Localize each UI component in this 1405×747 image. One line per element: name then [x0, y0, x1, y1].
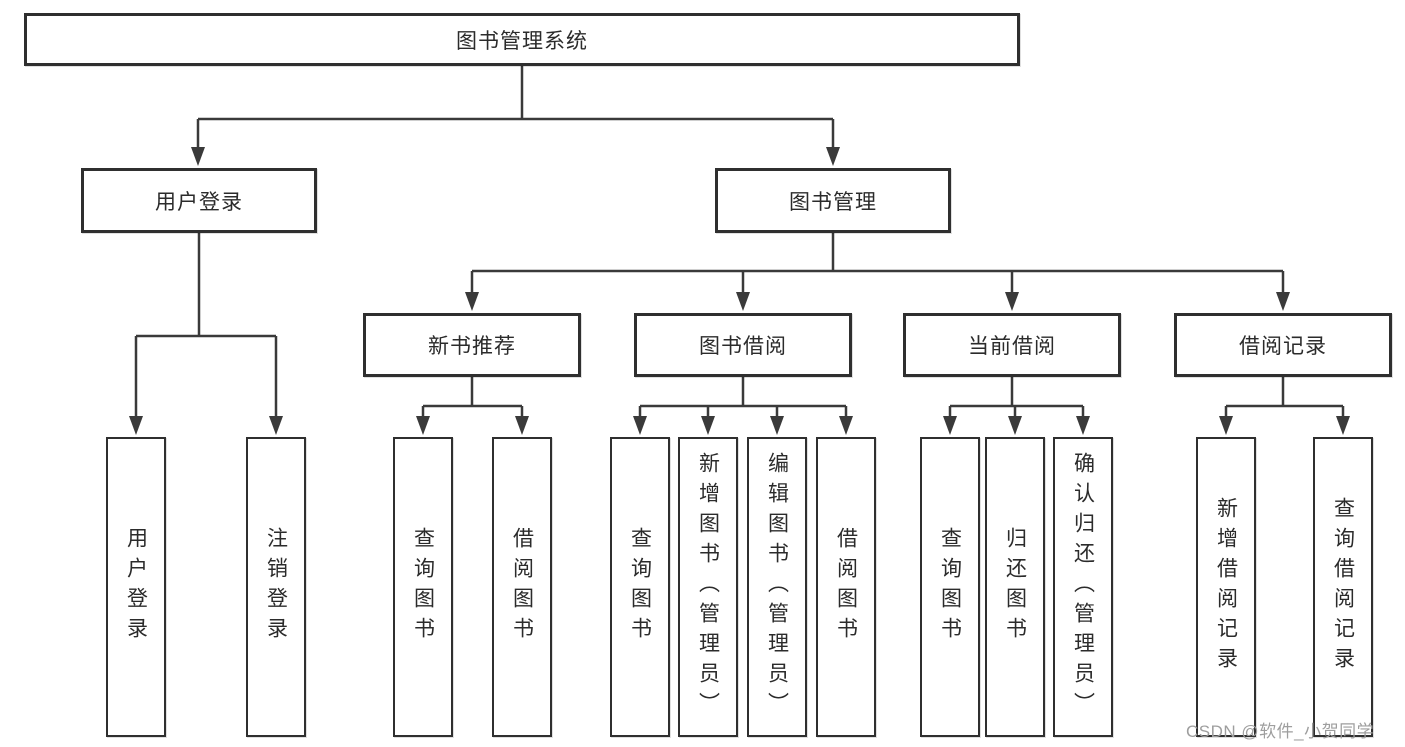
- leaf-borrow-edit-book-admin-label: 编辑图书（管理员）: [765, 452, 789, 722]
- leaf-borrow-edit-book-admin: 编辑图书（管理员）: [747, 437, 807, 737]
- node-new-book-recommend: 新书推荐: [363, 313, 581, 377]
- node-root-label: 图书管理系统: [456, 29, 588, 53]
- connector-segments: [134, 66, 1345, 419]
- leaf-records-add-record-label: 新增借阅记录: [1214, 497, 1238, 677]
- leaf-borrow-query-book: 查询图书: [610, 437, 670, 737]
- node-book-management: 图书管理: [715, 168, 951, 233]
- leaf-recommend-query-book: 查询图书: [393, 437, 453, 737]
- arrow-down-icon: [416, 416, 430, 435]
- node-user-login: 用户登录: [81, 168, 317, 233]
- arrow-down-icon: [1276, 292, 1290, 311]
- leaf-logout-label: 注销登录: [264, 527, 288, 647]
- leaf-recommend-borrow-book-label: 借阅图书: [510, 527, 534, 647]
- arrow-down-icon: [943, 416, 957, 435]
- leaf-current-return-book-label: 归还图书: [1003, 527, 1027, 647]
- node-borrow-records: 借阅记录: [1174, 313, 1392, 377]
- node-borrow-records-label: 借阅记录: [1239, 335, 1327, 358]
- leaf-borrow-borrow-book: 借阅图书: [816, 437, 876, 737]
- arrow-down-icon: [1076, 416, 1090, 435]
- arrow-down-icon: [1008, 416, 1022, 435]
- arrow-down-icon: [770, 416, 784, 435]
- node-book-borrow: 图书借阅: [634, 313, 852, 377]
- node-book-borrow-label: 图书借阅: [699, 335, 787, 358]
- leaf-borrow-query-book-label: 查询图书: [628, 527, 652, 647]
- leaf-current-return-book: 归还图书: [985, 437, 1045, 737]
- arrow-down-icon: [701, 416, 715, 435]
- arrow-down-icon: [826, 147, 840, 166]
- arrowheads: [129, 147, 1350, 435]
- leaf-current-confirm-return-admin-label: 确认归还（管理员）: [1071, 452, 1095, 722]
- leaf-recommend-query-book-label: 查询图书: [411, 527, 435, 647]
- arrow-down-icon: [1005, 292, 1019, 311]
- leaf-user-login-label: 用户登录: [124, 527, 148, 647]
- leaf-user-login: 用户登录: [106, 437, 166, 737]
- arrow-down-icon: [129, 416, 143, 435]
- arrow-down-icon: [515, 416, 529, 435]
- leaf-records-query-record-label: 查询借阅记录: [1331, 497, 1355, 677]
- leaf-borrow-add-book-admin-label: 新增图书（管理员）: [696, 452, 720, 722]
- node-current-borrow-label: 当前借阅: [968, 335, 1056, 358]
- leaf-records-add-record: 新增借阅记录: [1196, 437, 1256, 737]
- leaf-borrow-borrow-book-label: 借阅图书: [834, 527, 858, 647]
- leaf-current-query-book: 查询图书: [920, 437, 980, 737]
- arrow-down-icon: [839, 416, 853, 435]
- arrow-down-icon: [736, 292, 750, 311]
- node-current-borrow: 当前借阅: [903, 313, 1121, 377]
- csdn-watermark: CSDN @软件_小贺同学: [1186, 722, 1375, 741]
- node-book-management-label: 图书管理: [789, 190, 877, 214]
- node-new-book-recommend-label: 新书推荐: [428, 335, 516, 358]
- arrow-down-icon: [191, 147, 205, 166]
- node-root-system: 图书管理系统: [24, 13, 1020, 66]
- leaf-borrow-add-book-admin: 新增图书（管理员）: [678, 437, 738, 737]
- arrow-down-icon: [633, 416, 647, 435]
- arrow-down-icon: [465, 292, 479, 311]
- leaf-records-query-record: 查询借阅记录: [1313, 437, 1373, 737]
- leaf-logout: 注销登录: [246, 437, 306, 737]
- arrow-down-icon: [1219, 416, 1233, 435]
- leaf-current-query-book-label: 查询图书: [938, 527, 962, 647]
- arrow-down-icon: [1336, 416, 1350, 435]
- leaf-current-confirm-return-admin: 确认归还（管理员）: [1053, 437, 1113, 737]
- arrow-down-icon: [269, 416, 283, 435]
- leaf-recommend-borrow-book: 借阅图书: [492, 437, 552, 737]
- node-user-login-label: 用户登录: [155, 190, 243, 214]
